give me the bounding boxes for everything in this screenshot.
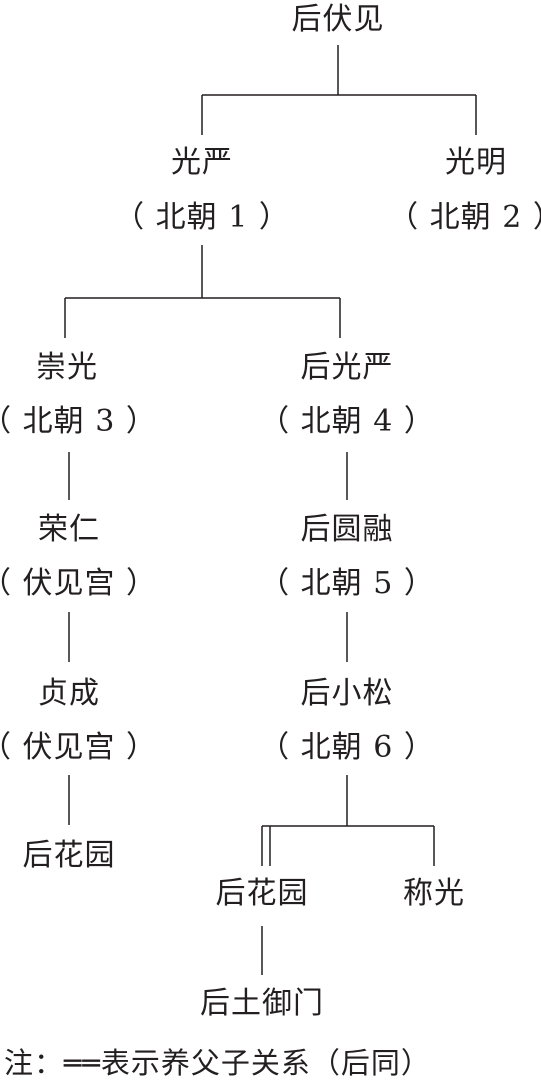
node-gokomatsu-name: 后小松 [300, 676, 394, 711]
node-gohanazono-right-name: 后花园 [215, 876, 309, 911]
node-gohanazono-left-name: 后花园 [22, 838, 116, 873]
node-eijin-note: （ 伏见宫 ） [0, 566, 158, 601]
node-sadashige-note: （ 伏见宫 ） [0, 730, 158, 765]
node-goenyu-note: （ 北朝 5 ） [259, 566, 435, 601]
node-kogon-name: 光严 [171, 145, 233, 180]
node-eijin-name: 荣仁 [38, 512, 100, 547]
node-root-name: 后伏见 [291, 2, 385, 37]
node-gokomatsu-note: （ 北朝 6 ） [259, 730, 435, 765]
node-gokogon-name: 后光严 [300, 350, 394, 385]
node-sadashige-name: 贞成 [38, 676, 100, 711]
node-gokogon-note: （ 北朝 4 ） [259, 404, 435, 439]
node-suko-note: （ 北朝 3 ） [0, 404, 157, 439]
node-suko-name: 崇光 [36, 350, 98, 385]
node-shoko-name: 称光 [403, 876, 465, 911]
node-komyo-name: 光明 [445, 145, 507, 180]
footnote: 注：══表示养父子关系（后同） [4, 1046, 431, 1080]
node-kogon-note: （ 北朝 1 ） [114, 200, 290, 235]
node-komyo-note: （ 北朝 2 ） [388, 200, 541, 235]
node-goenyu-name: 后圆融 [300, 512, 394, 547]
node-gotsuchimikado-name: 后土御门 [200, 986, 324, 1021]
